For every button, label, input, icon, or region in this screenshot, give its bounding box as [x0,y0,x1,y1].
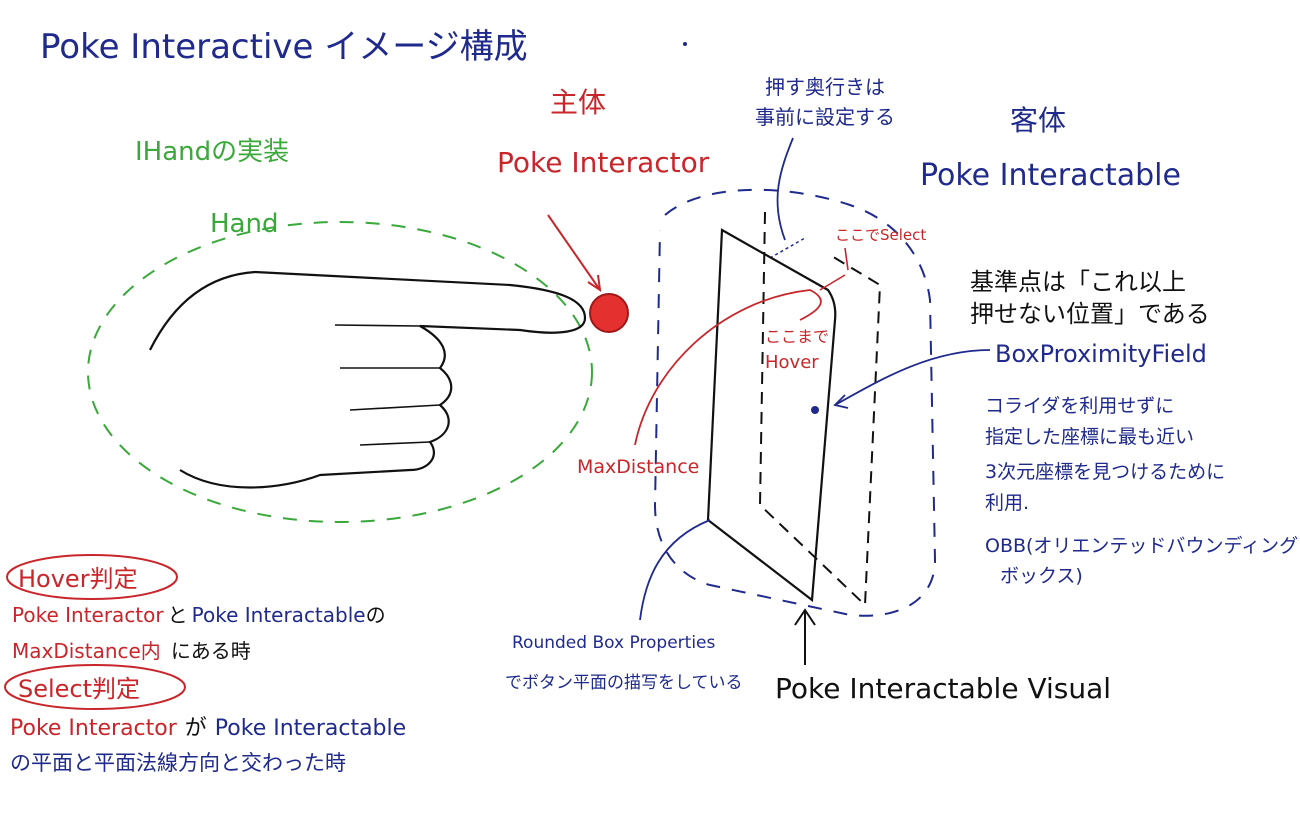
select-rule-ellipse [4,664,186,710]
diagram-title: Poke Interactive イメージ構成 [40,27,528,67]
subject-heading: 主体 [550,86,606,119]
poke-interactor-point [589,293,629,333]
reference-note-1: 基準点は「これ以上 [970,268,1186,296]
rounded-box-label-2: でボタン平面の描写をしている [505,673,743,693]
max-distance-label: MaxDistance [577,456,699,478]
button-plane [706,228,837,603]
text-interactable: Poke Interactable [192,603,366,627]
hover-here-label-2: Hover [765,352,819,373]
box-proximity-field-outline [653,188,937,617]
select-rule-line2: の平面と平面法線方向と交わった時 [10,751,346,775]
hover-rule-ellipse [6,554,178,600]
box-proximity-note-1: コライダを利用せずに [985,395,1174,417]
hand-drawing [149,270,587,489]
box-proximity-note-4: 利用. [985,492,1029,514]
arrowhead [587,274,602,293]
text-interactor: Poke Interactor [12,603,164,627]
text-no: の [366,603,386,627]
text-to: と [168,603,188,627]
text-ga: が [185,716,207,741]
finger-lines [334,324,441,446]
dot [683,42,687,46]
box-proximity-note-5: OBB(オリエンテッドバウンディング [985,535,1298,557]
text-interactable: Poke Interactable [215,716,406,741]
reference-point [811,406,819,414]
max-depth-plane [758,211,882,608]
text-maxdistance: MaxDistance内 [12,639,161,663]
text-interactor: Poke Interactor [10,716,178,741]
depth-note-1: 押す奥行きは [765,75,885,99]
visual-label: Poke Interactable Visual [775,672,1111,705]
box-proximity-note-3: 3次元座標を見つけるために [985,461,1225,483]
select-rule-heading: Select判定 [18,675,140,703]
select-rule-line1: Poke Interactor が Poke Interactable [10,716,406,741]
interactor-arrow [547,214,601,291]
rounded-box-label-1: Rounded Box Properties [512,633,716,653]
depth-note-2: 事前に設定する [755,105,895,129]
max-distance-curve [634,289,822,446]
visual-arrow [794,608,816,665]
poke-interactable-label: Poke Interactable [920,158,1181,193]
rounded-box-leader [639,519,711,621]
box-proximity-leader [834,349,991,406]
object-heading: 客体 [1010,104,1066,137]
depth-note-leader [776,137,794,241]
hover-rule-line2: MaxDistance内にある時 [12,639,251,663]
select-arrow-2 [819,274,846,291]
hand-boundary-ellipse [87,221,593,523]
select-arrow [844,247,849,271]
select-here-label: ここでSelect [835,226,926,244]
hand-label: Hand [210,209,278,239]
hover-here-label-1: ここまで [765,327,829,346]
ihand-impl-label: IHandの実装 [135,137,289,167]
hover-rule-heading: Hover判定 [18,565,138,593]
arrowhead [833,394,849,409]
poke-interactor-label: Poke Interactor [497,146,710,179]
box-proximity-label: BoxProximityField [995,340,1207,368]
box-proximity-note-6: ボックス) [1000,565,1083,587]
depth-arrow [769,237,806,259]
box-proximity-note-2: 指定した座標に最も近い [985,426,1194,448]
text-when: にある時 [171,639,251,663]
reference-note-2: 押せない位置」である [970,300,1210,328]
